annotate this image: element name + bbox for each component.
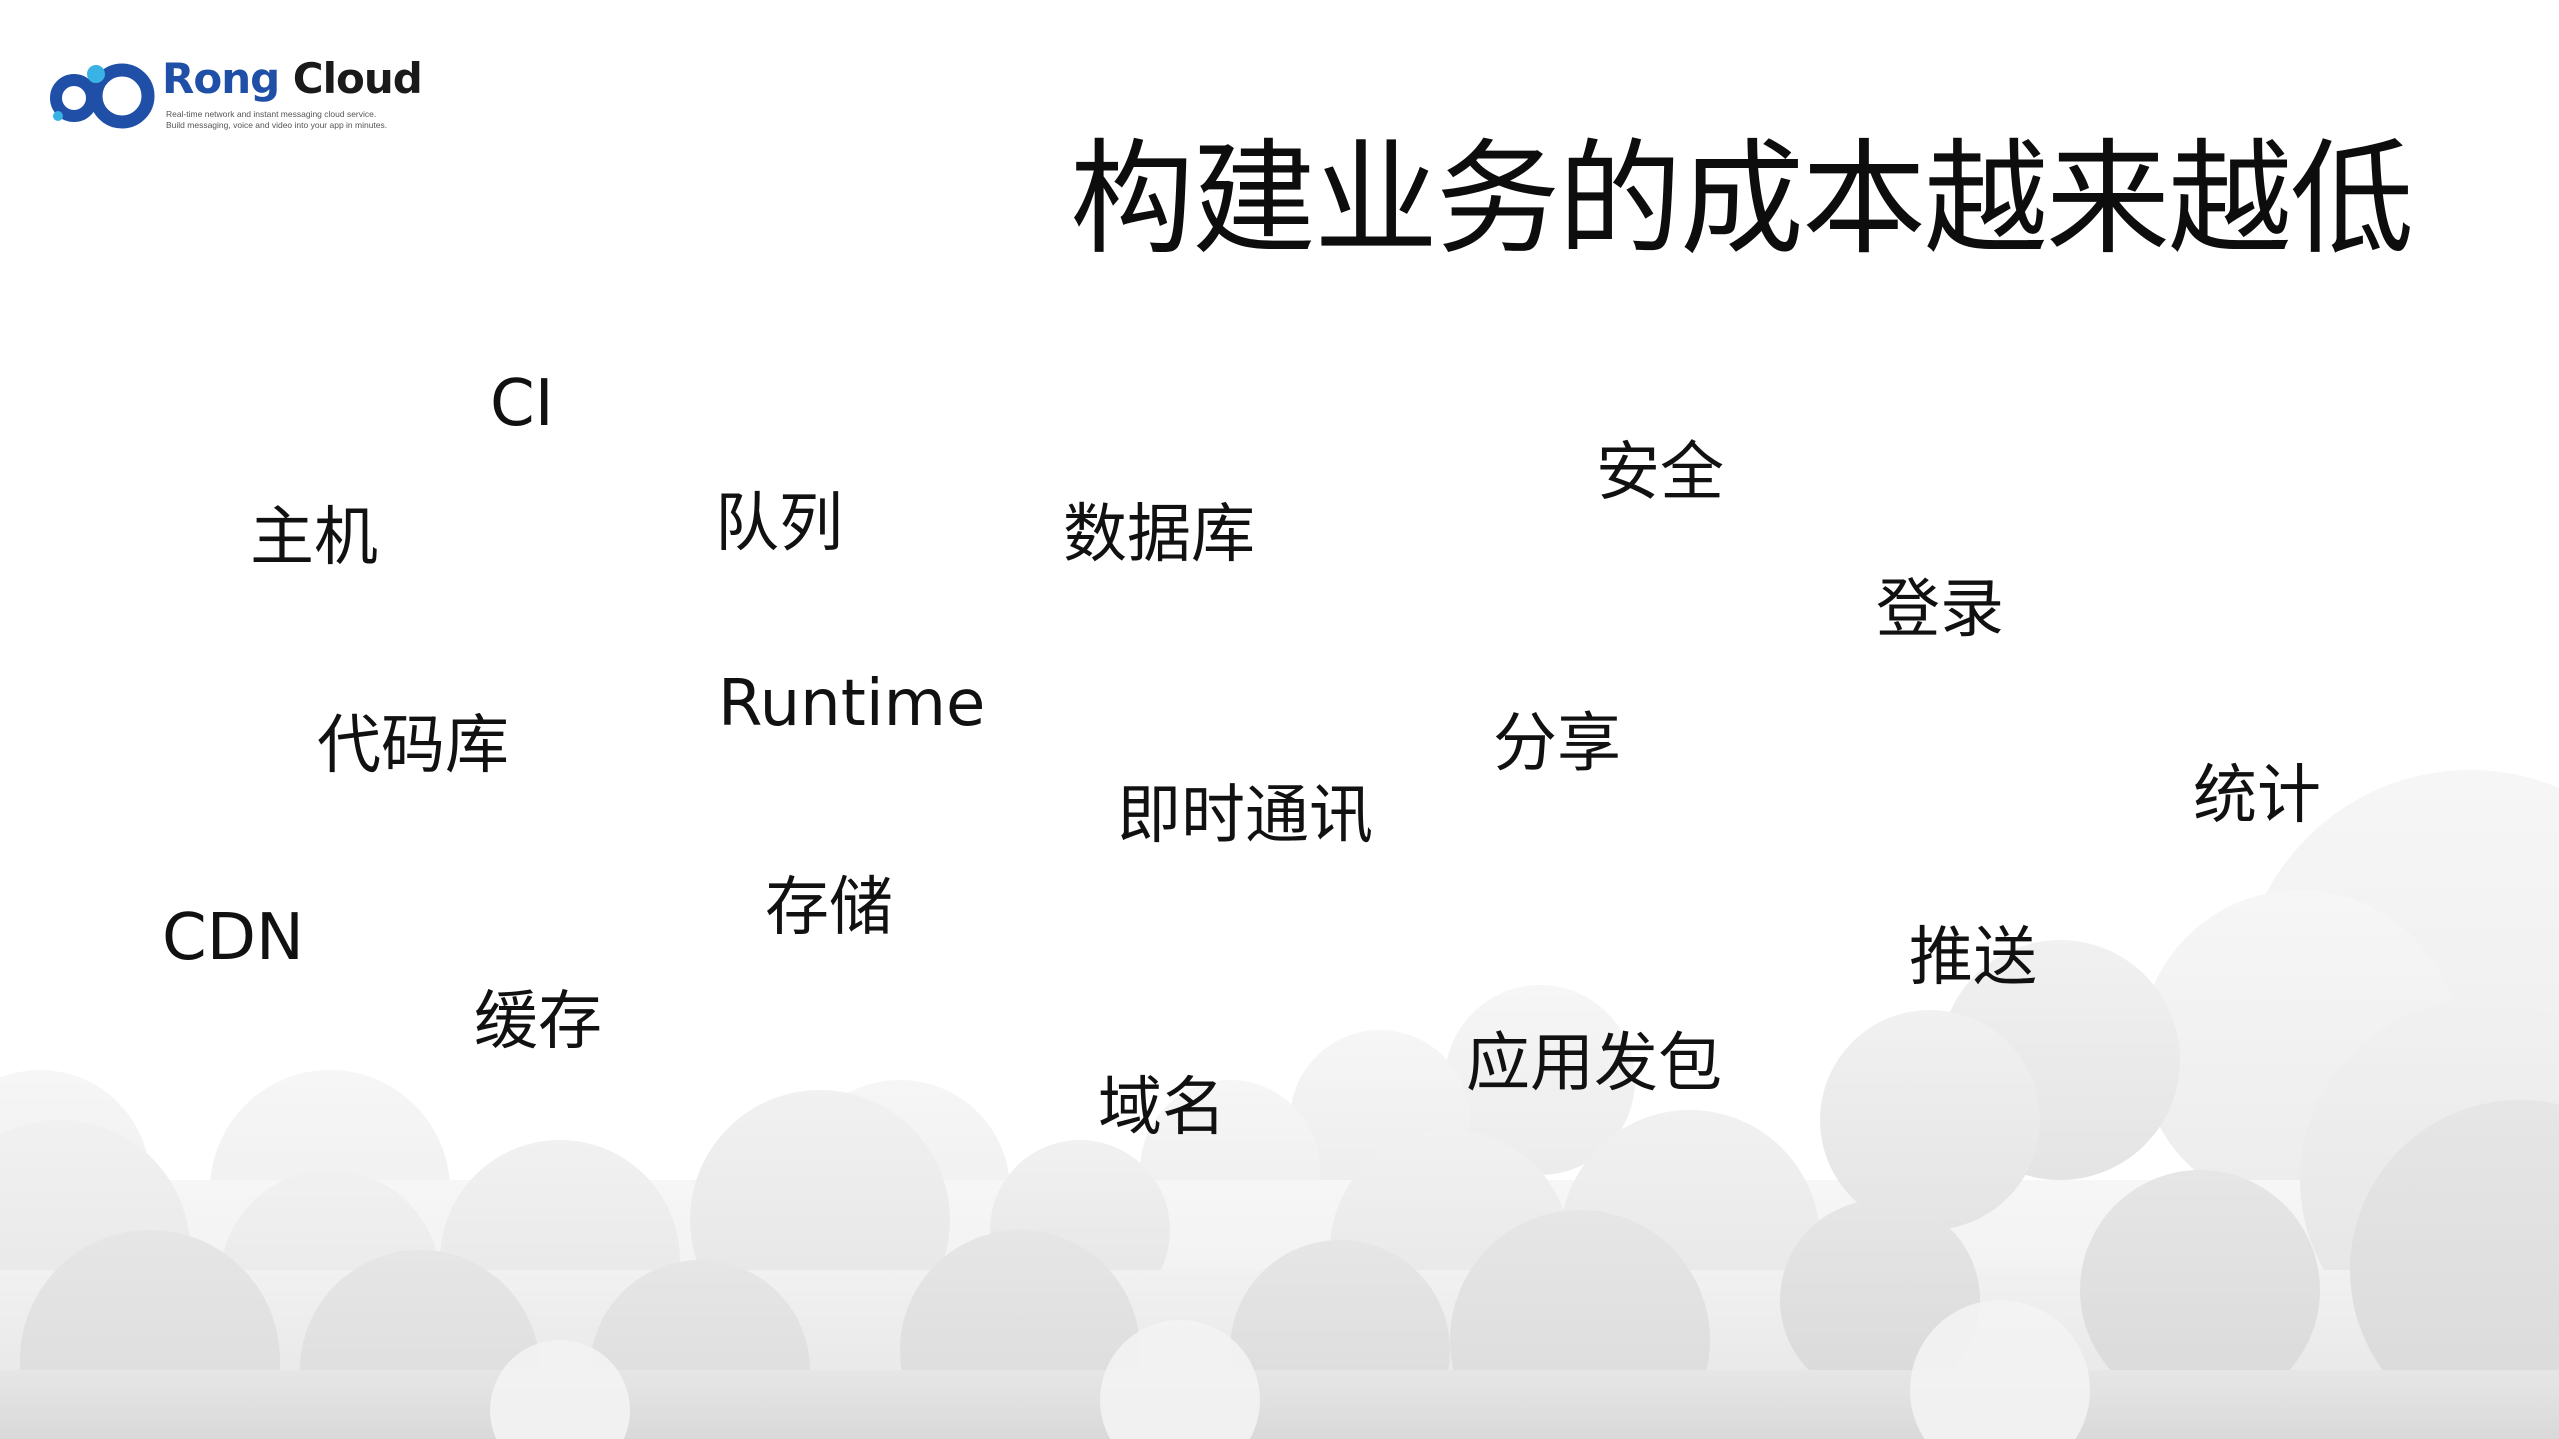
infinity-logo-icon [50, 63, 155, 129]
logo-word-rong: Rong [162, 54, 280, 103]
logo-tagline-line1: Real-time network and instant messaging … [166, 109, 377, 119]
word-host: 主机 [250, 501, 378, 575]
word-login: 登录 [1876, 573, 2004, 647]
word-ci: CI [490, 367, 554, 441]
word-security: 安全 [1596, 436, 1724, 510]
word-queue: 队列 [715, 487, 843, 561]
word-stats: 统计 [2193, 759, 2321, 833]
word-im: 即时通讯 [1117, 779, 1373, 853]
word-cdn: CDN [162, 901, 304, 975]
logo-word-cloud: Cloud [292, 54, 423, 103]
word-share: 分享 [1493, 707, 1621, 781]
word-domain: 域名 [1098, 1071, 1226, 1145]
word-push: 推送 [1909, 921, 2037, 995]
slide-title: 构建业务的成本越来越低 [1070, 128, 2414, 272]
word-database: 数据库 [1063, 498, 1255, 572]
word-app-release: 应用发包 [1466, 1027, 1722, 1101]
word-code-repo: 代码库 [317, 709, 509, 783]
word-runtime: Runtime [718, 667, 986, 741]
word-cache: 缓存 [474, 985, 602, 1059]
logo-wordmark: Rong Cloud [162, 54, 423, 103]
logo-tagline-line2: Build messaging, voice and video into yo… [166, 120, 388, 130]
rong-cloud-logo: Rong Cloud Real-time network and instant… [44, 52, 444, 142]
word-storage: 存储 [765, 871, 893, 945]
